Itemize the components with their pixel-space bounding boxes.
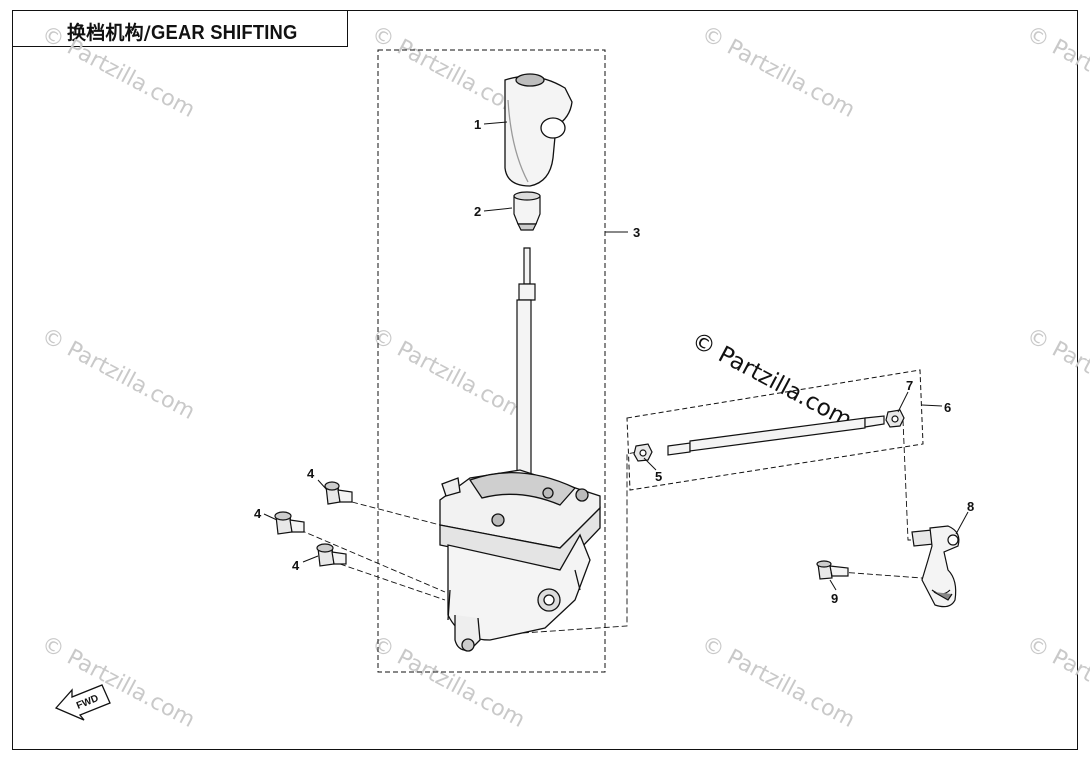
- watermark: © Partzilla.com: [697, 631, 859, 733]
- callout-labels: 1 2 3 4 4 4 5 6 7 8 9: [254, 117, 974, 606]
- watermark: © Partzilla.com: [37, 323, 199, 425]
- assembly-boxes: [377, 49, 924, 673]
- watermark: © Partzilla.com: [367, 323, 529, 425]
- watermark: © Partzilla.com: [37, 21, 199, 123]
- callout-5: 5: [655, 469, 662, 484]
- flange-bolt-upper: [324, 481, 353, 505]
- callout-leaders: [263, 121, 969, 591]
- knob-nut: [513, 191, 541, 231]
- assembly-6-box: [626, 369, 924, 491]
- watermark: © Partzilla.com: [697, 21, 859, 123]
- flange-bolt-lower: [316, 543, 347, 567]
- watermark-main: © Partzilla.com: [687, 327, 856, 433]
- assembly-3-box: [377, 49, 606, 673]
- nut-rod-right: [885, 409, 905, 428]
- page-title: 换档机构/ GEAR SHIFTING: [67, 18, 310, 45]
- watermark: © Partzilla.com: [1022, 323, 1090, 425]
- callout-7: 7: [906, 378, 913, 393]
- callout-9: 9: [831, 591, 838, 606]
- arm-bolt: [816, 560, 849, 580]
- shifter-housing: [439, 469, 601, 652]
- flange-bolt-middle: [274, 511, 305, 535]
- shift-arm: [911, 525, 960, 608]
- shift-rod: [667, 415, 885, 456]
- watermark: © Partzilla.com: [37, 631, 199, 733]
- diagram-frame: [12, 10, 1078, 750]
- nut-rod-left: [633, 443, 653, 462]
- callout-2: 2: [474, 204, 481, 219]
- callout-4: 4: [254, 506, 262, 521]
- shift-knob: [504, 73, 573, 187]
- callout-4: 4: [307, 466, 315, 481]
- alignment-lines: [299, 419, 923, 637]
- watermark: © Partzilla.com: [1022, 21, 1090, 123]
- callout-4: 4: [292, 558, 300, 573]
- watermark: © Partzilla.com: [367, 631, 529, 733]
- title-english: GEAR SHIFTING: [150, 22, 298, 44]
- shift-lever-rod: [516, 247, 536, 479]
- callout-1: 1: [474, 117, 481, 132]
- fwd-arrow-icon: FWD: [54, 684, 111, 721]
- callout-6: 6: [944, 400, 951, 415]
- title-box: 换档机构/ GEAR SHIFTING: [12, 10, 348, 47]
- watermark: © Partzilla.com: [1022, 631, 1090, 733]
- title-chinese: 换档机构/: [67, 22, 151, 44]
- callout-8: 8: [967, 499, 974, 514]
- callout-3: 3: [633, 225, 640, 240]
